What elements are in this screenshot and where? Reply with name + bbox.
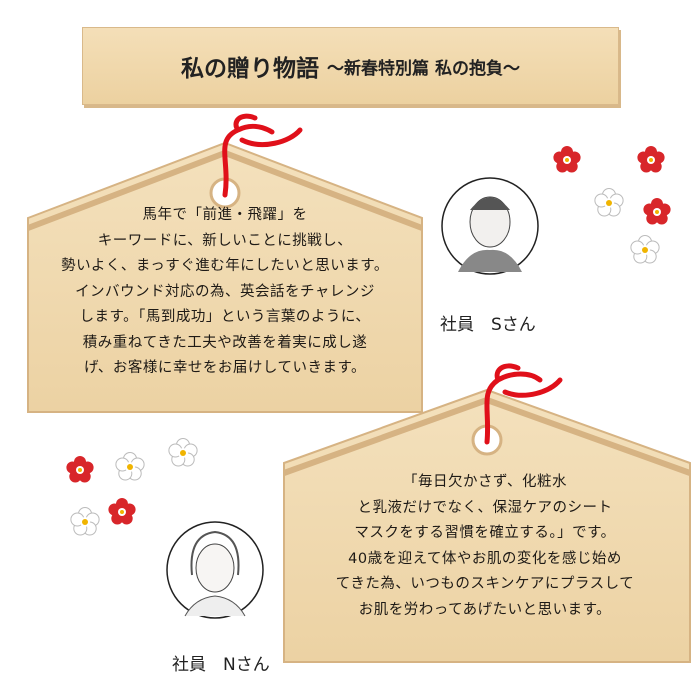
- message-s: 馬年で「前進・飛躍」を キーワードに、新しいことに挑戦し、 勢いよく、まっすぐ進…: [40, 203, 410, 382]
- title-sub: ～新春特別篇 私の抱負～: [327, 58, 520, 79]
- message-line: します。「馬到成功」という言葉のように、: [79, 309, 371, 325]
- ema-board-s: [26, 113, 424, 413]
- message-line: 積み重ねてきた工夫や改善を着実に成し遂: [82, 334, 368, 351]
- ema-board-n: [282, 363, 692, 663]
- title-main: 私の贈り物語: [181, 56, 320, 82]
- message-line: てきた為、いつものスキンケアにプラスして: [335, 576, 635, 592]
- red-string: [484, 363, 563, 445]
- title-banner: 私の贈り物語 ～新春特別篇 私の抱負～: [82, 27, 619, 105]
- employee-name-n: 社員 Nさん: [172, 655, 270, 675]
- avatar-n: [166, 521, 264, 619]
- message-line: げ、お客様に幸せをお届けしていきます。: [83, 360, 367, 376]
- red-string: [222, 113, 303, 198]
- message-line: マスクをする習慣を確立する。」です。: [354, 525, 616, 541]
- avatar-s: [441, 177, 539, 275]
- employee-name-s: 社員 Sさん: [440, 315, 536, 335]
- message-line: キーワードに、新しいことに挑戦し、: [97, 232, 353, 249]
- message-line: お肌を労わってあげたいと思います。: [358, 601, 612, 618]
- message-line: と乳液だけでなく、保湿ケアのシート: [357, 499, 613, 516]
- message-n: 「毎日欠かさず、化粧水 と乳液だけでなく、保湿ケアのシート マスクをする習慣を確…: [300, 470, 670, 623]
- message-line: 「毎日欠かさず、化粧水: [403, 474, 567, 490]
- message-line: インバウンド対応の為、英会話をチャレンジ: [75, 283, 375, 300]
- message-line: 勢いよく、まっすぐ進む年にしたいと思います。: [61, 258, 389, 274]
- message-line: 馬年で「前進・飛躍」を: [142, 207, 308, 223]
- message-line: 40歳を迎えて体やお肌の変化を感じ始め: [348, 550, 622, 567]
